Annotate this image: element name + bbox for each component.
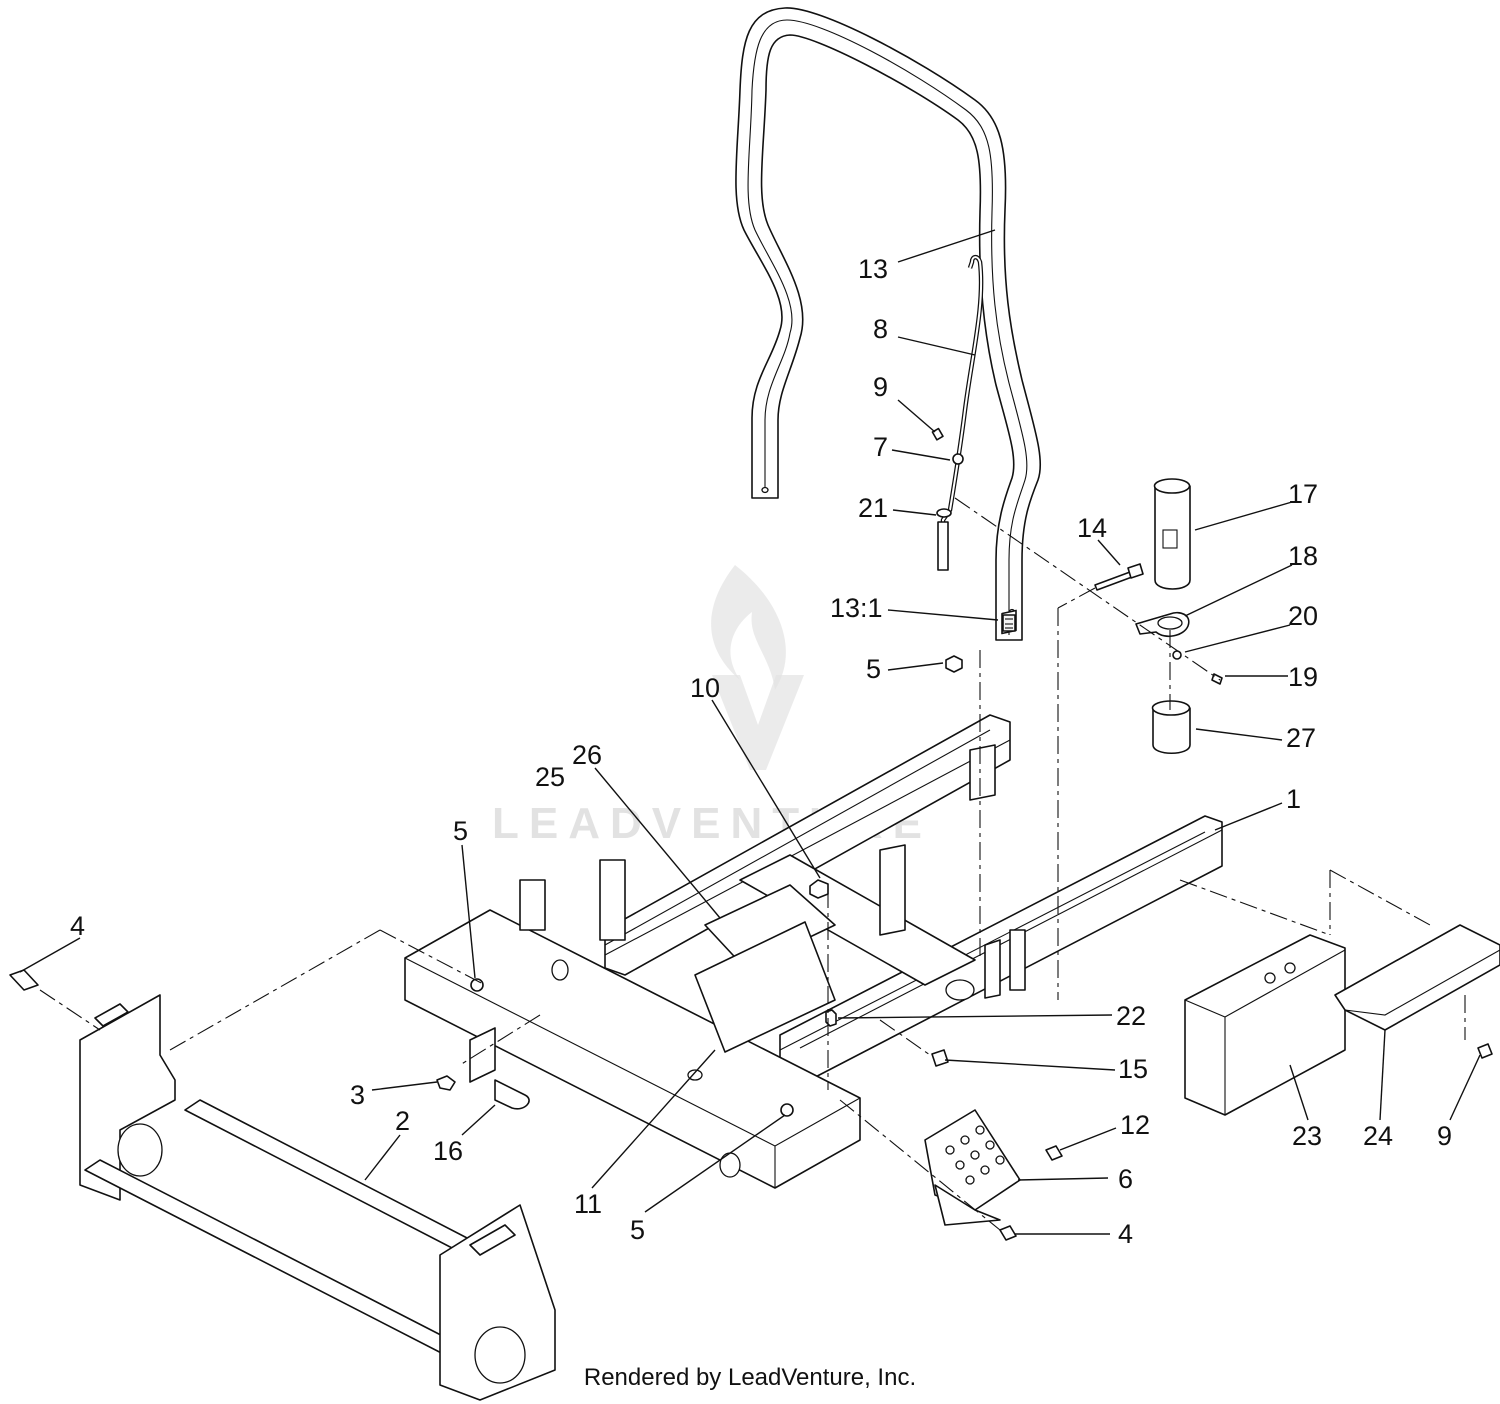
- callout-13: 13: [858, 254, 888, 284]
- callout-7: 7: [873, 432, 888, 462]
- rops-hoop: [735, 7, 1042, 641]
- callout-23: 23: [1292, 1121, 1322, 1151]
- callout-8: 8: [873, 314, 888, 344]
- callout-24: 24: [1363, 1121, 1393, 1151]
- rops-bolts: [945, 563, 1144, 673]
- callout-15: 15: [1118, 1054, 1148, 1084]
- front-axle: [79, 994, 556, 1401]
- callout-5-left: 5: [453, 816, 468, 846]
- callout-20: 20: [1288, 601, 1318, 631]
- callout-2: 2: [395, 1106, 410, 1136]
- callout-22: 22: [1116, 1001, 1146, 1031]
- hitch-pin-assembly: [931, 254, 984, 571]
- callout-4-left: 4: [70, 911, 85, 941]
- callout-27: 27: [1286, 723, 1316, 753]
- cup-holder-assembly: [1135, 478, 1223, 755]
- callout-26: 26: [572, 740, 602, 770]
- callout-3: 3: [350, 1080, 365, 1110]
- footer-credit: Rendered by LeadVenture, Inc.: [583, 1364, 917, 1391]
- callout-5-bottom: 5: [630, 1215, 645, 1245]
- front-hardware: [9, 969, 530, 1110]
- callout-11: 11: [574, 1189, 602, 1219]
- callout-21: 21: [858, 493, 888, 523]
- callout-5-top: 5: [866, 654, 881, 684]
- callout-16: 16: [433, 1136, 463, 1166]
- watermark-v-icon: [712, 675, 804, 770]
- callouts: 13 8 9 7 21 14 17 18 20 19 27 13:1 5 10 …: [70, 254, 1452, 1249]
- side-box-and-cover: [1184, 924, 1500, 1116]
- callout-25: 25: [535, 762, 565, 792]
- callout-19: 19: [1288, 662, 1318, 692]
- callout-10: 10: [690, 673, 720, 703]
- callout-17: 17: [1288, 479, 1318, 509]
- callout-1: 1: [1286, 784, 1301, 814]
- callout-4-right: 4: [1118, 1219, 1133, 1249]
- footrest-assembly: [924, 1049, 1063, 1241]
- center-lines: [39, 497, 1466, 1231]
- callout-13-1: 13:1: [830, 593, 883, 623]
- callout-9: 9: [873, 372, 888, 402]
- callout-14: 14: [1077, 513, 1107, 543]
- callout-12: 12: [1120, 1110, 1150, 1140]
- callout-18: 18: [1288, 541, 1318, 571]
- watermark-flame-icon: [711, 565, 786, 690]
- leader-lines: [19, 229, 1481, 1235]
- callout-6: 6: [1118, 1164, 1133, 1194]
- callout-9-right: 9: [1437, 1121, 1452, 1151]
